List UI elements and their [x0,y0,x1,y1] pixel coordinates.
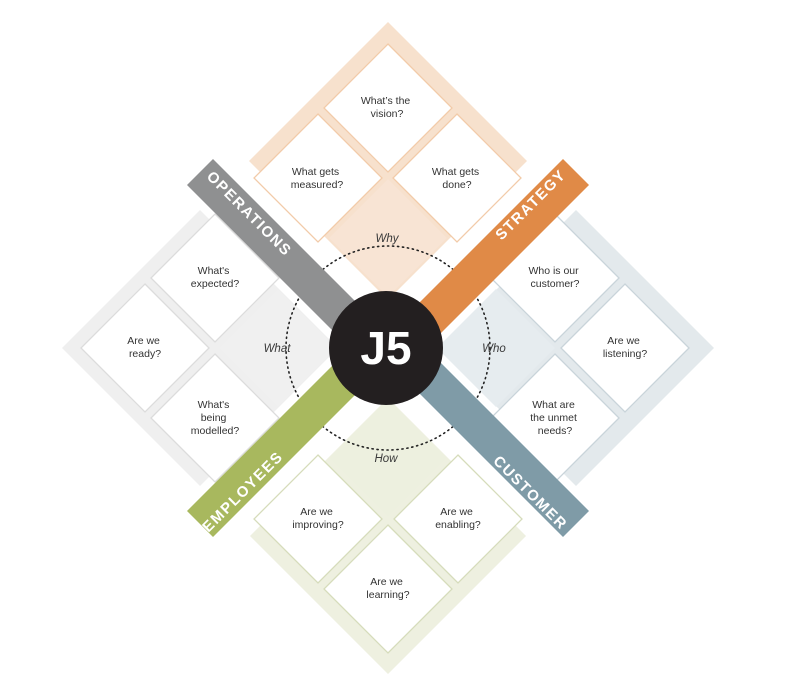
j5-hub: J5 [329,291,443,405]
employees-band-bar [187,348,376,537]
question-diamond-bottom-improving [253,454,383,584]
why-label: Why [376,233,400,245]
question-diamond-bottom-learning [323,524,453,654]
question-text-listening: Are we listening? [603,335,648,360]
hub-label: J5 [360,322,411,374]
question-diamond-left-ready [80,283,210,413]
question-text-done: What gets done? [432,166,482,191]
what-label: What [264,343,292,355]
who-label: Who [482,343,506,355]
question-text-modelled: What's being modelled? [191,399,240,437]
quadrant-centers [219,179,555,517]
strategy-band-bar [400,159,589,348]
operations-band-bar [187,159,376,348]
who-diamond [437,289,555,407]
question-diamond-top-vision [323,43,453,173]
question-diamond-left-modelled [150,353,280,483]
what-diamond [219,289,337,407]
question-text-vision: What’s the vision? [361,95,413,120]
question-text-ready: Are we ready? [127,335,163,360]
question-diamond-right-listening [560,283,690,413]
question-diamond-left-expected [150,213,280,343]
how-diamond [329,399,447,517]
customer-band-bar [400,348,589,537]
question-text-expected: What's expected? [191,265,240,290]
question-text-enabling: Are we enabling? [435,506,481,531]
question-diamond-bottom-enabling [393,454,523,584]
question-texts: What’s the vision? What gets measured? W… [127,95,647,601]
hub-circle [329,291,443,405]
why-diamond [329,179,447,297]
question-text-improving: Are we improving? [292,506,344,531]
question-text-learning: Are we learning? [366,576,409,601]
dotted-ring [285,245,491,451]
how-label: How [374,453,398,465]
question-diamond-top-measured [253,113,383,243]
question-text-customer: Who is our customer? [528,265,581,290]
question-text-needs: What are the unmet needs? [530,399,580,437]
quadrant-center-labels: Why Who How What [264,233,507,465]
question-text-measured: What gets measured? [291,166,344,191]
question-diamond-top-done [392,113,522,243]
